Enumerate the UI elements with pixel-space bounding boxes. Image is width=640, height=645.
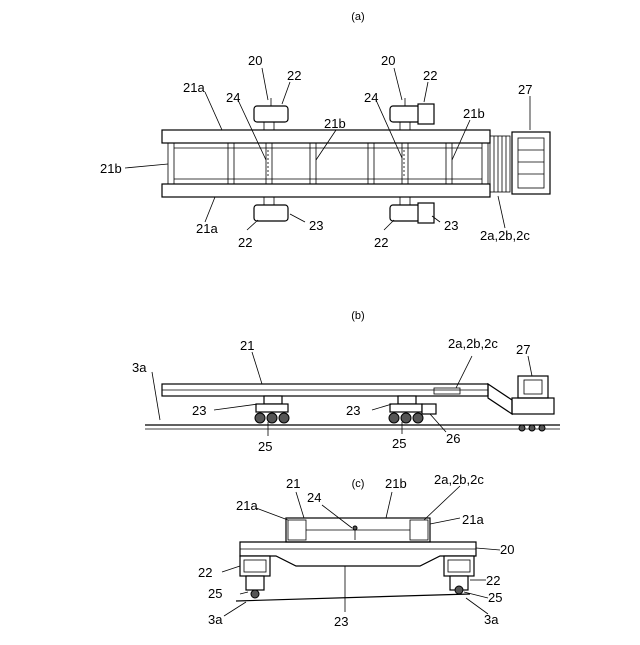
wheel-unit-22-top-right — [390, 98, 434, 130]
label-27-b: 27 — [516, 342, 530, 357]
wheel-unit-22-top-left — [254, 98, 288, 130]
label-2abc-a: 2a,2b,2c — [480, 228, 530, 243]
leg-right-22 — [444, 556, 474, 594]
label-25-left-b: 25 — [258, 439, 272, 454]
label-3a-right-c: 3a — [484, 612, 499, 627]
label-27-a: 27 — [518, 82, 532, 97]
caption-b: (b) — [351, 310, 364, 322]
panel-a: (a) — [100, 11, 550, 250]
label-22-right-c: 22 — [486, 573, 500, 588]
label-22-left-c: 22 — [198, 565, 212, 580]
bogie-left — [255, 396, 289, 423]
label-21b-mid: 21b — [324, 116, 346, 131]
label-22-top-right: 22 — [423, 68, 437, 83]
label-25-right-c: 25 — [488, 590, 502, 605]
label-23-right-b: 23 — [346, 403, 360, 418]
label-23-c: 23 — [334, 614, 348, 629]
label-2abc-c: 2a,2b,2c — [434, 472, 484, 487]
label-23-left-b: 23 — [192, 403, 206, 418]
label-21b-right: 21b — [463, 106, 485, 121]
body-23 — [240, 542, 476, 566]
label-20-left: 20 — [248, 53, 262, 68]
panel-b: (b) — [132, 310, 560, 454]
caption-a: (a) — [351, 11, 364, 23]
leaders-b — [152, 352, 532, 436]
label-21b-left: 21b — [100, 161, 122, 176]
label-22-bottom-left: 22 — [238, 235, 252, 250]
label-22-top-left: 22 — [287, 68, 301, 83]
label-2abc-b: 2a,2b,2c — [448, 336, 498, 351]
rail-21a-bottom — [162, 184, 490, 197]
label-23-left: 23 — [309, 218, 323, 233]
label-21a-left-c: 21a — [236, 498, 258, 513]
label-20-right: 20 — [381, 53, 395, 68]
connector-2abc — [490, 136, 510, 192]
panel-c: (c) — [198, 472, 514, 629]
label-24-right: 24 — [364, 90, 378, 105]
unit-27-side — [512, 376, 554, 431]
label-21a-bottom: 21a — [196, 221, 218, 236]
unit-27 — [512, 132, 550, 194]
pin-24 — [353, 526, 357, 530]
label-3a-left-c: 3a — [208, 612, 223, 627]
label-24-left: 24 — [226, 90, 240, 105]
label-21b-c: 21b — [385, 476, 407, 491]
rail-21a-top — [162, 130, 490, 143]
label-20-c: 20 — [500, 542, 514, 557]
label-21a-right-c: 21a — [462, 512, 484, 527]
label-26-b: 26 — [446, 431, 460, 446]
bogie-right — [389, 396, 436, 423]
label-22-bottom-right: 22 — [374, 235, 388, 250]
label-24-c: 24 — [307, 490, 321, 505]
leaders-c — [222, 486, 500, 616]
label-21-c: 21 — [286, 476, 300, 491]
label-23-right: 23 — [444, 218, 458, 233]
ramp-2abc — [488, 384, 512, 414]
ground-3a — [236, 594, 470, 601]
label-21-b: 21 — [240, 338, 254, 353]
label-25-left-c: 25 — [208, 586, 222, 601]
leg-left-22 — [240, 556, 270, 598]
label-21a-top: 21a — [183, 80, 205, 95]
wheel-unit-22-bottom-right — [390, 197, 434, 223]
label-25-right-b: 25 — [392, 436, 406, 451]
label-3a-b: 3a — [132, 360, 147, 375]
cross-members-21b — [168, 143, 488, 184]
caption-c: (c) — [352, 478, 365, 490]
wheel-unit-22-bottom-left — [254, 197, 288, 221]
